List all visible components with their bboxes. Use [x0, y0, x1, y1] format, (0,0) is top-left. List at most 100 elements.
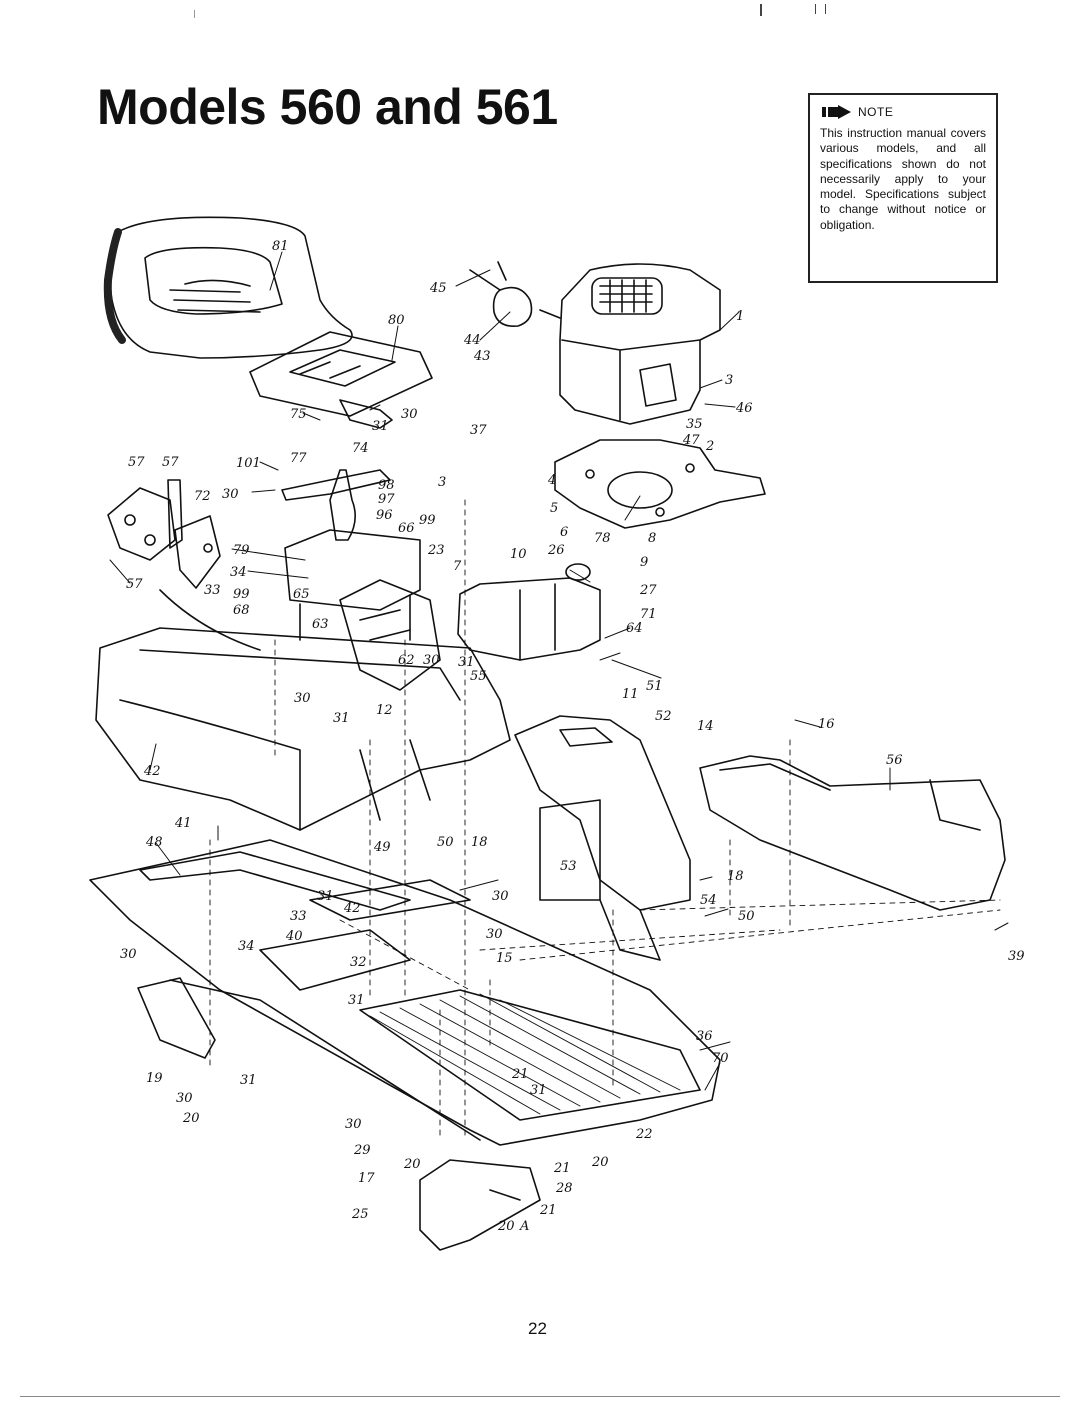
callout: 34 — [230, 565, 247, 580]
callout: 14 — [697, 719, 714, 734]
callout: 20 — [403, 1157, 421, 1172]
callout: 78 — [594, 531, 611, 546]
page-title: Models 560 and 561 — [97, 79, 558, 135]
callout: 21 — [553, 1161, 571, 1176]
callout: 12 — [376, 703, 393, 718]
callout: 21 — [539, 1203, 557, 1218]
callout: 101 — [236, 456, 261, 471]
rear-fender — [514, 715, 691, 961]
top-register-mark-right-2 — [815, 4, 816, 14]
steering-support — [281, 469, 441, 691]
callout: 57 — [162, 455, 179, 470]
callout: 57 — [126, 577, 143, 592]
callout: 53 — [560, 859, 577, 874]
callout: 65 — [293, 587, 310, 602]
callout: 62 — [398, 653, 415, 668]
top-register-mark-right — [760, 4, 762, 16]
callout: 28 — [555, 1181, 573, 1196]
frame — [89, 839, 721, 1146]
callout: 20 — [497, 1219, 515, 1234]
callout: 46 — [735, 401, 753, 416]
callout: 7 — [453, 559, 462, 574]
callout: 37 — [470, 423, 487, 438]
callout: 39 — [1008, 949, 1025, 964]
callout: 30 — [222, 487, 239, 502]
callout: 36 — [696, 1029, 713, 1044]
callout: 50 — [738, 909, 755, 924]
callout: 30 — [486, 927, 503, 942]
leader-lines — [109, 251, 1009, 1091]
callout: 26 — [547, 543, 565, 558]
callout-labels: 81 80 45 44 43 1 3 46 75 31 30 74 37 35 … — [120, 239, 1025, 1234]
callout: 25 — [351, 1207, 369, 1222]
callout: 30 — [120, 947, 137, 962]
callout: 81 — [272, 239, 289, 254]
callout: 54 — [700, 893, 717, 908]
callout: 51 — [646, 679, 663, 694]
callout: 66 — [398, 521, 415, 536]
callout: 40 — [285, 929, 303, 944]
note-header: NOTE — [822, 105, 986, 119]
arrow-right-icon — [822, 105, 851, 119]
callout: 64 — [626, 621, 643, 636]
callout: 6 — [560, 525, 568, 540]
callout: 80 — [388, 313, 405, 328]
callout: 4 — [547, 473, 556, 488]
callout: 74 — [352, 441, 369, 456]
callout: 8 — [648, 531, 656, 546]
top-register-mark-right-3 — [825, 4, 826, 14]
callout: 29 — [353, 1143, 371, 1158]
callout: 23 — [427, 543, 445, 558]
callout: 20 — [591, 1155, 609, 1170]
callout: 30 — [423, 653, 440, 668]
callout: 21 — [511, 1067, 529, 1082]
callout: 68 — [233, 603, 250, 618]
callout: 31 — [240, 1073, 257, 1088]
callout: 31 — [372, 419, 389, 434]
callout: 52 — [655, 709, 672, 724]
callout: 3 — [725, 373, 733, 388]
callout: 55 — [470, 669, 487, 684]
callout: 31 — [458, 655, 475, 670]
callout: 30 — [401, 407, 418, 422]
callout: 45 — [429, 281, 447, 296]
callout: 63 — [312, 617, 329, 632]
callout: 31 — [317, 889, 334, 904]
callout: 97 — [378, 492, 395, 507]
top-register-mark-left — [194, 10, 195, 18]
callout: 48 — [145, 835, 163, 850]
callout: 3 — [438, 475, 446, 490]
callout: 10 — [510, 547, 527, 562]
callout: 56 — [886, 753, 903, 768]
callout: 11 — [622, 687, 639, 702]
page-number: 22 — [528, 1319, 547, 1338]
callout: 22 — [635, 1127, 653, 1142]
note-label: NOTE — [858, 105, 894, 119]
callout: 41 — [174, 816, 192, 831]
callout: 43 — [473, 349, 491, 364]
floor-mat — [359, 989, 701, 1121]
callout: A — [519, 1219, 529, 1234]
callout: 71 — [640, 607, 657, 622]
callout: 2 — [705, 439, 714, 454]
callout: 32 — [350, 955, 367, 970]
callout: 79 — [233, 543, 250, 558]
battery-box — [699, 755, 1006, 911]
seat — [103, 216, 353, 359]
callout: 49 — [373, 840, 391, 855]
callout: 30 — [176, 1091, 193, 1106]
callout: 98 — [378, 478, 395, 493]
callout: 99 — [233, 587, 250, 602]
callout: 30 — [492, 889, 509, 904]
callout: 44 — [463, 333, 481, 348]
note-box: NOTE This instruction manual covers vari… — [808, 93, 998, 283]
callout: 18 — [471, 835, 488, 850]
callout: 34 — [238, 939, 255, 954]
callout: 15 — [496, 951, 513, 966]
callout: 47 — [682, 433, 700, 448]
engine — [469, 261, 721, 425]
engine-mounting-plate — [554, 439, 766, 529]
callout: 18 — [727, 869, 744, 884]
callout: 31 — [333, 711, 350, 726]
callout: 27 — [639, 583, 657, 598]
